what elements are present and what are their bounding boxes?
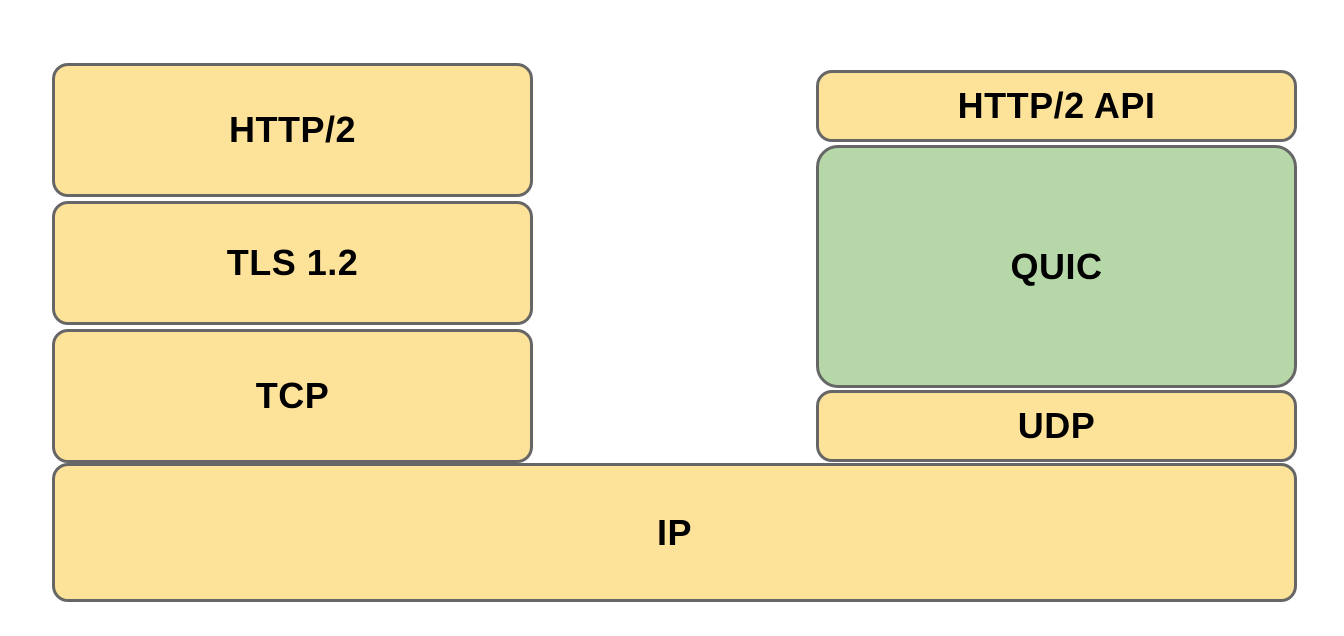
layer-label-quic: QUIC — [1010, 245, 1103, 287]
layer-box-ip: IP — [52, 463, 1297, 602]
layer-box-quic: QUIC — [816, 145, 1297, 388]
layer-box-tcp: TCP — [52, 329, 533, 463]
layer-label-http2-api: HTTP/2 API — [957, 85, 1156, 126]
layer-box-udp: UDP — [816, 390, 1297, 462]
layer-box-tls12: TLS 1.2 — [52, 201, 533, 325]
layer-label-udp: UDP — [1017, 405, 1096, 446]
layer-box-http2: HTTP/2 — [52, 63, 533, 197]
layer-label-tls12: TLS 1.2 — [226, 242, 359, 283]
layer-box-http2-api: HTTP/2 API — [816, 70, 1297, 142]
layer-label-ip: IP — [656, 511, 692, 553]
layer-label-tcp: TCP — [255, 375, 330, 416]
layer-label-http2: HTTP/2 — [228, 109, 356, 150]
